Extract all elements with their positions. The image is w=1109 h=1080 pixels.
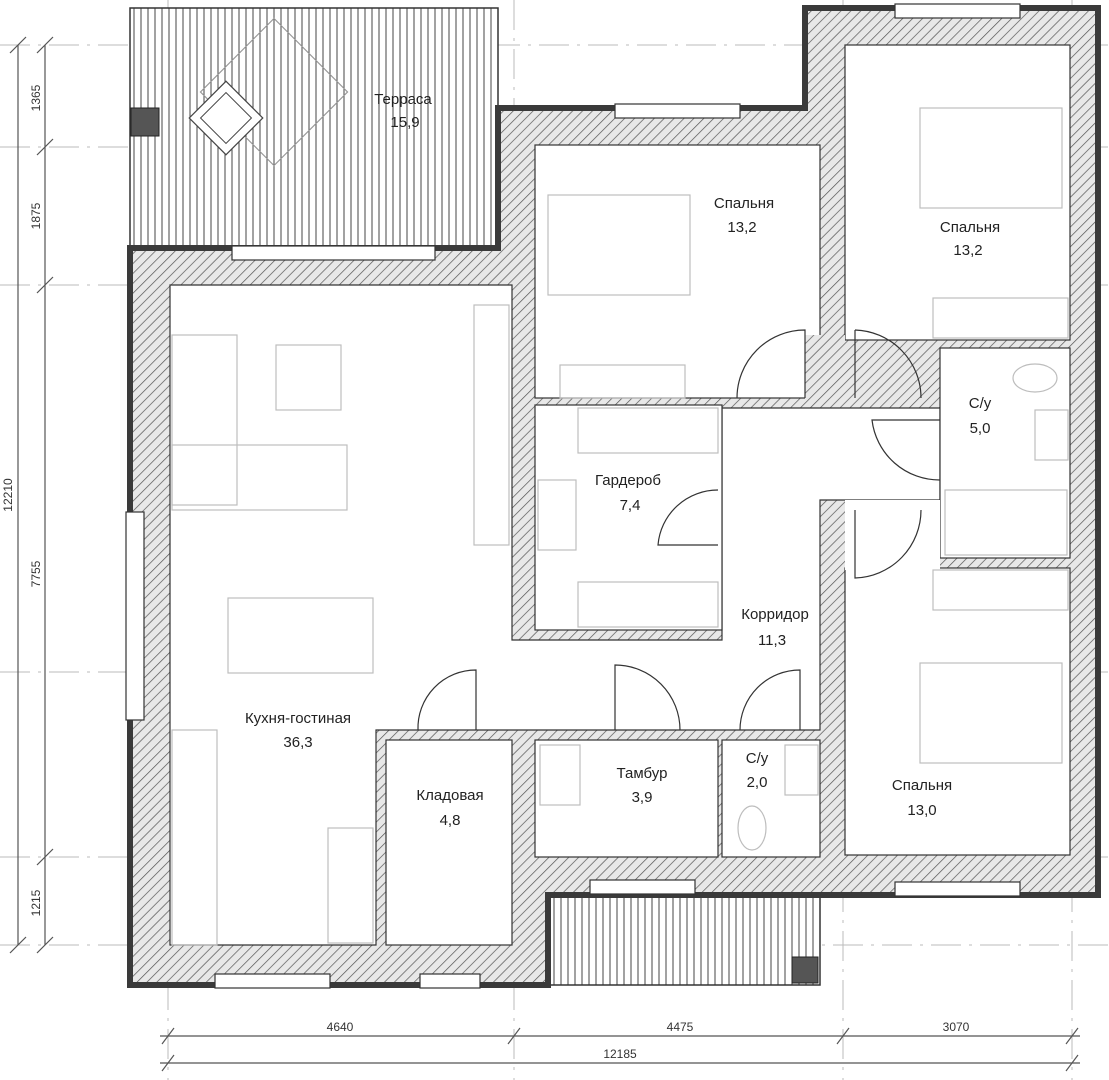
room-area-bedroom-3: 13,0 xyxy=(907,802,936,819)
room-interiors xyxy=(169,44,1071,946)
terrace-furniture xyxy=(188,17,349,167)
room-name-corridor: Корридор xyxy=(741,606,809,623)
furniture xyxy=(171,107,1069,946)
room-area-bathroom-2: 2,0 xyxy=(747,774,768,791)
windows xyxy=(125,3,1021,989)
porch-deck xyxy=(549,892,821,986)
terrace-column xyxy=(130,107,160,137)
dim-left-2: 1875 xyxy=(29,202,43,229)
room-labels: Терраса 15,9 Спальня 13,2 Спальня 13,2 С… xyxy=(245,91,1000,829)
room-area-kitchen-living: 36,3 xyxy=(283,734,312,751)
dimension-lines xyxy=(9,36,1080,1072)
dim-left-1: 1365 xyxy=(29,84,43,111)
room-name-bedroom-3: Спальня xyxy=(892,777,952,794)
dim-left-total: 12210 xyxy=(1,478,15,512)
room-area-bathroom-1: 5,0 xyxy=(970,420,991,437)
bedroom-3-floor xyxy=(844,567,1071,856)
tambour-floor xyxy=(534,739,719,858)
room-name-terrace: Терраса xyxy=(374,91,432,108)
dim-bottom-1: 4640 xyxy=(327,1020,354,1034)
pantry-floor xyxy=(385,739,513,946)
room-area-wardrobe: 7,4 xyxy=(620,497,641,514)
bathroom-1-floor xyxy=(939,347,1071,559)
dim-bottom-total: 12185 xyxy=(603,1047,637,1061)
doors xyxy=(417,329,941,731)
dim-bottom-3: 3070 xyxy=(943,1020,970,1034)
room-area-pantry: 4,8 xyxy=(440,812,461,829)
room-name-bathroom-1: С/у xyxy=(969,395,992,412)
room-name-wardrobe: Гардероб xyxy=(595,472,661,489)
bathroom-2-floor xyxy=(721,739,821,858)
room-area-terrace: 15,9 xyxy=(390,114,419,131)
wardrobe-floor xyxy=(534,404,723,631)
dimension-labels: 12210 1365 1875 7755 1215 4640 4475 3070… xyxy=(1,84,970,1061)
room-area-bedroom-2: 13,2 xyxy=(953,242,982,259)
room-area-corridor: 11,3 xyxy=(758,632,786,649)
dim-bottom-2: 4475 xyxy=(667,1020,694,1034)
terrace-deck xyxy=(129,7,499,249)
room-area-tambour: 3,9 xyxy=(632,789,653,806)
dim-left-4: 1215 xyxy=(29,889,43,916)
bedroom-2-floor xyxy=(844,44,1071,341)
bedroom-1-floor xyxy=(534,144,821,399)
porch-column xyxy=(791,956,819,984)
room-name-bedroom-2: Спальня xyxy=(940,219,1000,236)
room-area-bedroom-1: 13,2 xyxy=(727,219,756,236)
room-name-kitchen-living: Кухня-гостиная xyxy=(245,710,351,727)
room-name-bathroom-2: С/у xyxy=(746,750,769,767)
room-name-tambour: Тамбур xyxy=(617,765,668,782)
dim-left-3: 7755 xyxy=(29,560,43,587)
room-name-pantry: Кладовая xyxy=(416,787,483,804)
room-name-bedroom-1: Спальня xyxy=(714,195,774,212)
